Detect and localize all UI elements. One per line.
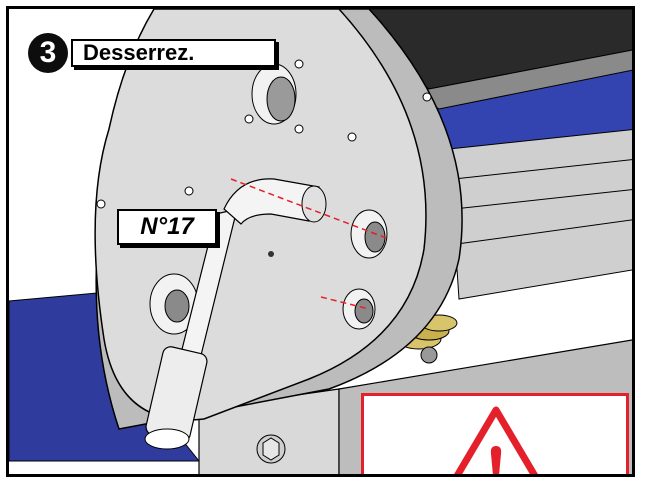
guide-line-upper — [230, 178, 390, 240]
step-instruction: Desserrez. — [71, 39, 276, 67]
warning-panel — [361, 393, 629, 474]
guide-line-lower — [320, 296, 370, 310]
step-number-badge: 3 — [28, 33, 68, 73]
assembly-illustration — [9, 9, 632, 474]
warning-triangle-icon — [454, 406, 538, 474]
plate-holes — [96, 59, 432, 335]
aluminium-extrusion — [448, 129, 632, 300]
wrench-size-label: N°17 — [117, 209, 217, 245]
instruction-frame: 3 Desserrez. N°17 — [6, 6, 635, 477]
socket-wrench — [144, 178, 327, 450]
